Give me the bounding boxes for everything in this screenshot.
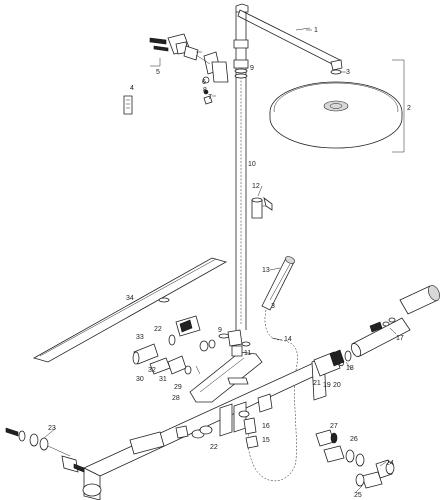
label-32: 32 [148, 367, 156, 374]
thermo-cartridge [313, 349, 352, 377]
label-26: 26 [350, 436, 358, 443]
riser-orings [234, 68, 248, 79]
label-1: 1 [314, 27, 318, 34]
label-8: 8 [203, 87, 207, 94]
label-27: 27 [330, 423, 338, 430]
part-number-labels: 1 2 3 3 4 5 6 7 8 9 9 10 11 12 13 14 15 … [48, 27, 411, 499]
riser-pipe [233, 12, 249, 330]
label-19: 19 [323, 382, 331, 389]
leader-lines [43, 29, 397, 493]
wall-plate [123, 95, 133, 115]
shower-hose [247, 309, 298, 481]
outlet-seals [191, 410, 259, 449]
label-6: 6 [202, 79, 206, 86]
label-21: 21 [313, 380, 321, 387]
left-inlet-connector [129, 425, 189, 455]
hand-shower-holder [251, 197, 273, 219]
label-13: 13 [262, 267, 270, 274]
label-16: 16 [262, 423, 270, 430]
diverter-connector [218, 329, 251, 357]
wall-bracket-assembly [149, 33, 229, 105]
label-17: 17 [396, 335, 404, 342]
label-31: 31 [159, 376, 167, 383]
shower-arm [235, 3, 343, 71]
slide-rail [32, 257, 228, 363]
label-4: 4 [130, 85, 134, 92]
label-10: 10 [248, 161, 256, 168]
label-24: 24 [386, 460, 394, 467]
label-3-top: 3 [346, 69, 350, 76]
label-7: 7 [208, 94, 212, 101]
label-9-top: 9 [250, 65, 254, 72]
label-20: 20 [333, 382, 341, 389]
label-5: 5 [156, 69, 160, 76]
label-30: 30 [136, 376, 144, 383]
label-28: 28 [172, 395, 180, 402]
diverter-handle-parts [132, 315, 216, 375]
left-eccentric-set [5, 427, 85, 473]
label-25: 25 [354, 492, 362, 499]
label-12: 12 [252, 183, 260, 190]
overhead-shower-head [269, 59, 405, 153]
label-18: 18 [346, 365, 354, 372]
label-29: 29 [174, 384, 182, 391]
label-15: 15 [262, 437, 270, 444]
temperature-handle [350, 285, 440, 357]
label-34: 34 [126, 295, 134, 302]
label-22-lower: 22 [210, 444, 218, 451]
label-3-hose: 3 [271, 303, 275, 310]
label-22-upper: 22 [154, 326, 162, 333]
label-2: 2 [407, 105, 411, 112]
arm-nut [330, 69, 346, 75]
label-14: 14 [284, 336, 292, 343]
label-23: 23 [48, 425, 56, 432]
label-11: 11 [244, 350, 251, 357]
right-eccentric-set [315, 429, 395, 489]
label-33: 33 [136, 334, 144, 341]
hand-shower [261, 256, 296, 311]
label-9-mid: 9 [218, 327, 222, 334]
